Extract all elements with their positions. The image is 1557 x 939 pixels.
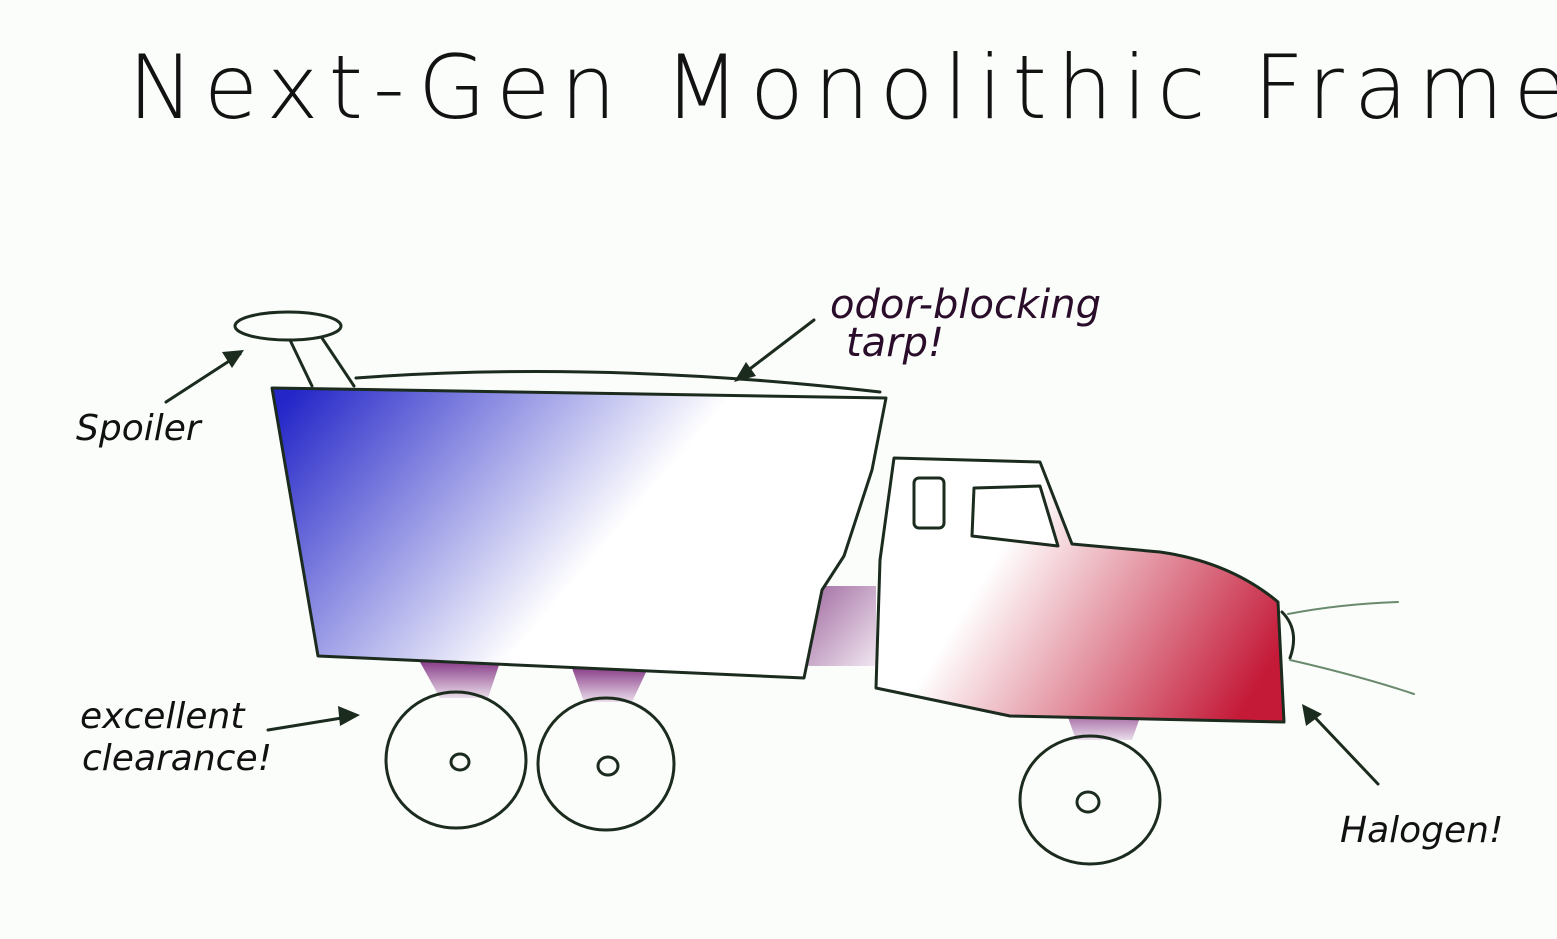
arrow-halogen bbox=[1302, 704, 1380, 786]
wheel-rear-1 bbox=[384, 690, 528, 830]
annotation-tarp-line1: odor-blocking bbox=[830, 282, 1101, 328]
trailer-body bbox=[270, 386, 888, 680]
headlight-beam bbox=[1287, 601, 1415, 695]
cab-side-mirror bbox=[912, 476, 946, 530]
spoiler-part bbox=[233, 310, 356, 388]
tarp-line bbox=[354, 370, 882, 394]
arrow-spoiler bbox=[164, 350, 244, 404]
arrow-clearance bbox=[266, 706, 360, 732]
annotation-halogen: Halogen! bbox=[1340, 810, 1503, 851]
headlight bbox=[1280, 610, 1296, 660]
wheel-rear-2 bbox=[536, 696, 676, 832]
axle-mount-rear-1 bbox=[420, 662, 500, 698]
annotation-spoiler: Spoiler bbox=[76, 408, 203, 449]
cab-trailer-gap bbox=[806, 586, 876, 666]
annotation-clearance-line1: excellent bbox=[80, 696, 246, 737]
arrow-tarp bbox=[734, 318, 816, 382]
page-title: Next-Gen Monolithic Frameworks: bbox=[128, 36, 1557, 139]
cab-window bbox=[970, 484, 1060, 548]
annotation-clearance-line2: clearance! bbox=[82, 738, 272, 779]
wheel-front bbox=[1018, 734, 1162, 866]
axle-mount-rear-2 bbox=[572, 668, 648, 702]
annotation-tarp-line2: tarp! bbox=[846, 320, 944, 366]
